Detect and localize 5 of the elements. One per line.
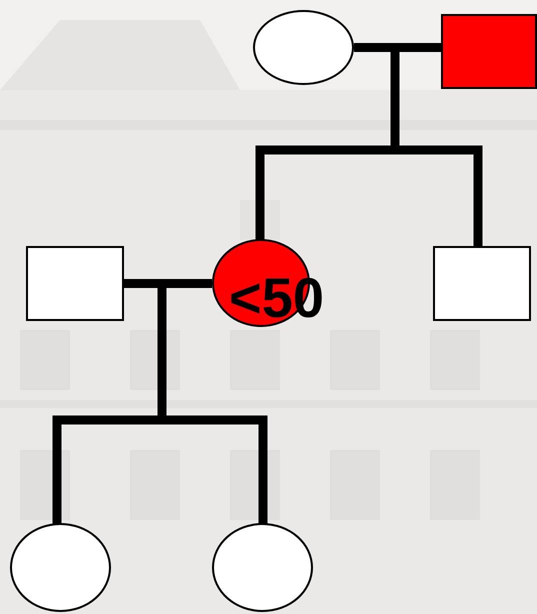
male-square xyxy=(26,246,124,321)
pedigree-line xyxy=(354,43,441,52)
male-square xyxy=(433,246,531,321)
pedigree-line xyxy=(124,279,212,288)
male-square xyxy=(441,14,537,89)
